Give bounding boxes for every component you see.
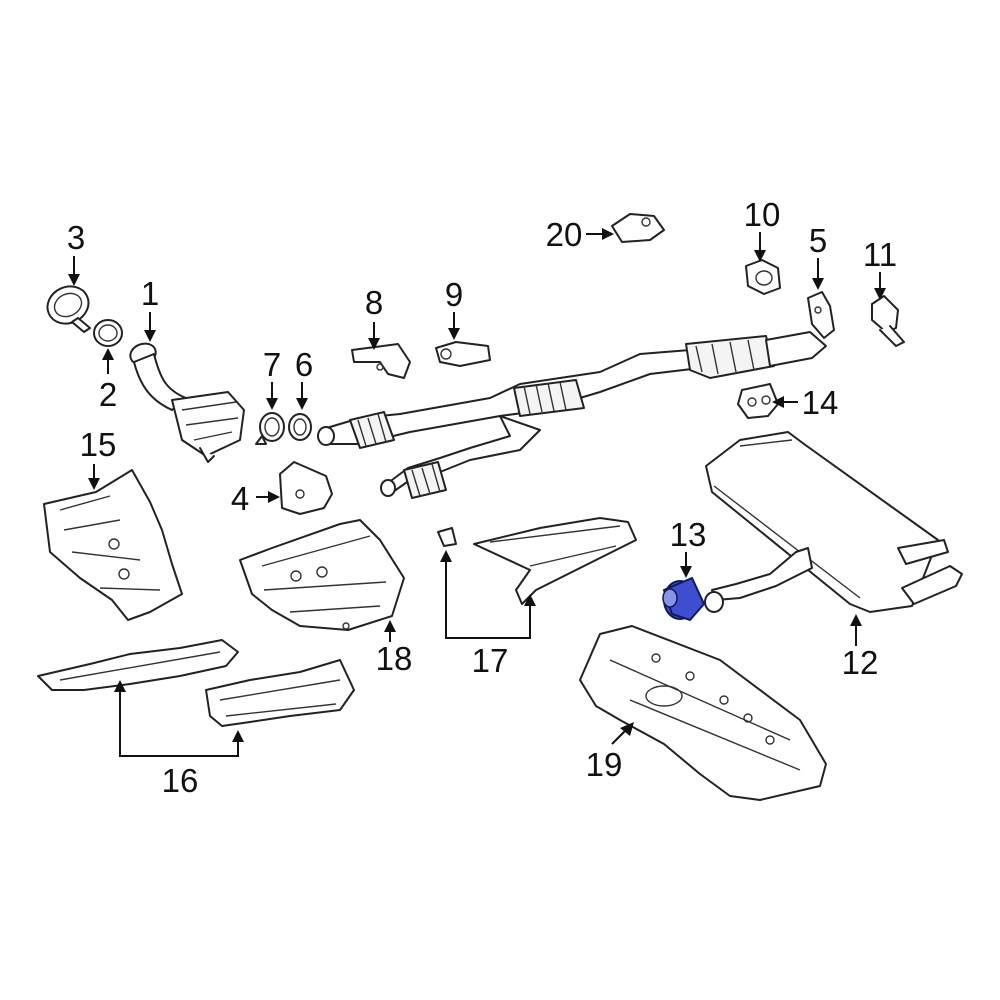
part-8-bracket[interactable] (351, 343, 411, 379)
callout-18: 18 (376, 640, 413, 677)
part-4-bracket[interactable] (279, 461, 333, 515)
callout-10: 10 (744, 196, 781, 233)
callout-17: 17 (472, 642, 509, 679)
callout-16: 16 (162, 762, 199, 799)
part-14-hanger[interactable] (737, 383, 779, 419)
callout-13: 13 (670, 516, 707, 553)
callout-6: 6 (295, 346, 313, 383)
callout-2: 2 (99, 376, 117, 413)
part-3-clamp[interactable] (41, 280, 94, 333)
part-17-heat-shield[interactable] (437, 517, 637, 605)
part-1-front-converter[interactable] (127, 340, 245, 463)
part-15-heat-shield[interactable] (43, 469, 183, 621)
callout-labels: 1 2 3 4 5 6 7 8 9 10 11 12 13 14 15 16 1… (67, 196, 897, 799)
callout-12: 12 (842, 644, 879, 681)
part-7-clamp[interactable] (255, 412, 285, 445)
part-20-sensor[interactable] (611, 213, 665, 243)
leader-lines (68, 228, 886, 757)
part-13-clamp-highlighted[interactable] (662, 576, 706, 622)
part-11-sensor[interactable] (871, 295, 905, 347)
part-19-underbody-shield[interactable] (579, 625, 827, 801)
callout-5: 5 (809, 222, 827, 259)
callout-8: 8 (365, 284, 383, 321)
callout-15: 15 (80, 426, 117, 463)
callout-20: 20 (546, 216, 583, 253)
intermediate-pipe-assembly[interactable] (317, 331, 827, 499)
part-9-hanger[interactable] (435, 341, 491, 367)
part-5-flange[interactable] (807, 291, 835, 339)
callout-9: 9 (445, 276, 463, 313)
part-18-heat-shield[interactable] (239, 519, 405, 631)
part-16-heat-shields[interactable] (37, 639, 355, 727)
callout-11: 11 (863, 236, 897, 273)
callout-14: 14 (802, 384, 839, 421)
part-12-rear-muffler[interactable] (704, 431, 963, 613)
part-2-gasket[interactable] (93, 319, 123, 347)
callout-4: 4 (231, 480, 249, 517)
callout-3: 3 (67, 219, 85, 256)
callout-1: 1 (141, 275, 159, 312)
part-6-gasket[interactable] (288, 413, 312, 441)
part-10-clamp[interactable] (745, 259, 781, 295)
callout-7: 7 (263, 346, 281, 383)
callout-19: 19 (586, 746, 623, 783)
